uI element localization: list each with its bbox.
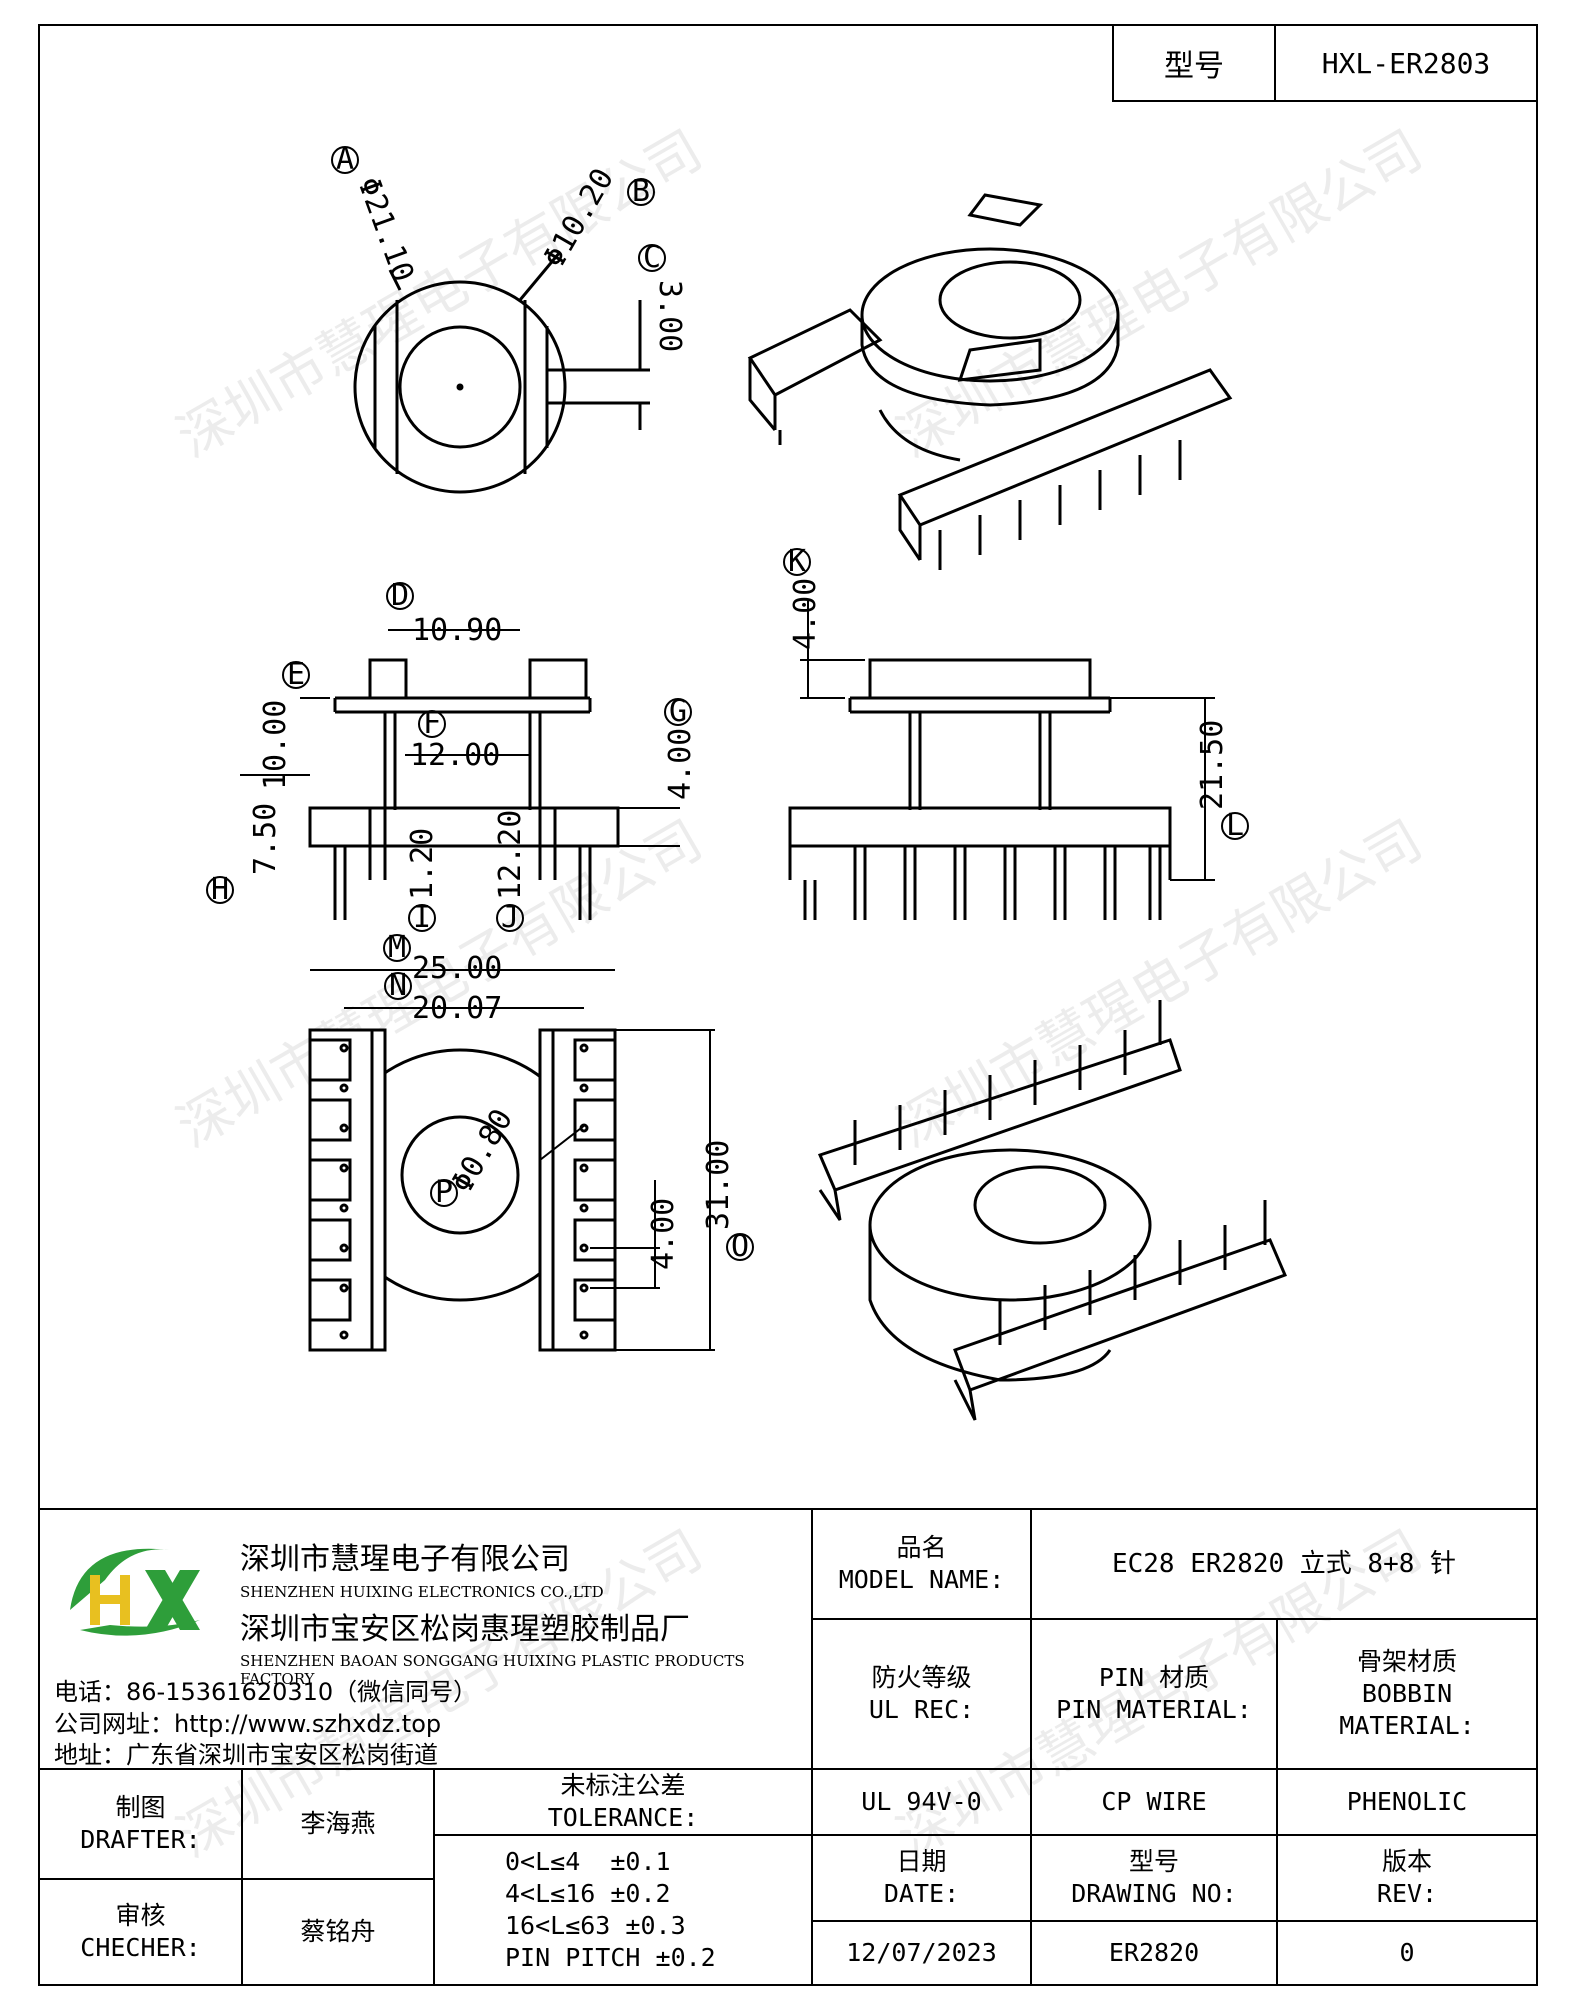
svg-text:E: E bbox=[287, 657, 305, 692]
svg-text:G: G bbox=[669, 694, 687, 729]
svg-text:P: P bbox=[435, 1175, 453, 1210]
dim-D: 10.90 bbox=[412, 613, 502, 648]
svg-text:C: C bbox=[643, 240, 661, 275]
title-block: 深圳市慧瑆电子有限公司 SHENZHEN HUIXING ELECTRONICS… bbox=[38, 1508, 1538, 1986]
marker-C: C bbox=[638, 240, 666, 275]
dim-M: 25.00 bbox=[412, 951, 502, 986]
company-info: 深圳市慧瑆电子有限公司 SHENZHEN HUIXING ELECTRONICS… bbox=[38, 1508, 813, 1770]
svg-text:F: F bbox=[423, 706, 441, 741]
dim-E: 10.00 bbox=[258, 700, 293, 790]
dim-I: 1.20 bbox=[405, 828, 440, 900]
marker-M: M bbox=[383, 930, 411, 965]
company-logo bbox=[70, 1548, 200, 1636]
marker-E: E bbox=[282, 657, 310, 692]
svg-text:B: B bbox=[632, 174, 650, 209]
dim-pitch: 4.00 bbox=[646, 1198, 681, 1270]
marker-F: F bbox=[418, 706, 446, 741]
factory-name-cn: 深圳市宝安区松岗惠瑆塑胶制品厂 bbox=[240, 1612, 690, 1647]
dim-F: 12.00 bbox=[410, 738, 500, 773]
svg-text:H: H bbox=[211, 872, 229, 907]
date-value: 12/07/2023 bbox=[811, 1920, 1032, 1986]
dim-B: Φ10.20 bbox=[537, 163, 621, 274]
dim-J: 12.20 bbox=[493, 810, 528, 900]
marker-H: H bbox=[206, 872, 234, 907]
dim-G: 4.00 bbox=[663, 728, 698, 800]
svg-text:M: M bbox=[388, 930, 406, 965]
dim-K: 4.00 bbox=[788, 578, 823, 650]
marker-B: B bbox=[627, 174, 655, 209]
marker-K: K bbox=[783, 544, 811, 579]
company-name-en: SHENZHEN HUIXING ELECTRONICS CO.,LTD bbox=[240, 1583, 604, 1601]
bobbin-material-value: PHENOLIC bbox=[1276, 1768, 1538, 1836]
svg-text:I: I bbox=[413, 900, 431, 935]
isometric-view-bottom bbox=[817, 1000, 1288, 1421]
svg-text:L: L bbox=[1226, 808, 1244, 843]
dim-A: Φ21.10 bbox=[350, 173, 420, 287]
top-view bbox=[353, 251, 650, 494]
drawing-no-value: ER2820 bbox=[1030, 1920, 1278, 1986]
dim-L: 21.50 bbox=[1195, 720, 1230, 810]
marker-P: P bbox=[430, 1175, 458, 1210]
marker-D: D bbox=[386, 578, 414, 613]
svg-text:N: N bbox=[389, 968, 407, 1003]
model-name-value: EC28 ER2820 立式 8+8 针 bbox=[1030, 1508, 1538, 1620]
company-website: 公司网址：http://www.szhxdz.top bbox=[54, 1710, 442, 1738]
company-name-cn: 深圳市慧瑆电子有限公司 bbox=[240, 1542, 570, 1577]
dim-H: 7.50 bbox=[248, 803, 283, 875]
company-address: 地址：广东省深圳市宝安区松岗街道 bbox=[54, 1741, 438, 1769]
marker-N: N bbox=[384, 968, 412, 1003]
ul-rec-value: UL 94V-0 bbox=[811, 1768, 1032, 1836]
svg-text:O: O bbox=[731, 1229, 749, 1264]
marker-A: A bbox=[331, 142, 359, 177]
pin-material-value: CP WIRE bbox=[1030, 1768, 1278, 1836]
checker-value: 蔡铭舟 bbox=[241, 1878, 435, 1986]
marker-I: I bbox=[408, 900, 436, 935]
company-phone: 电话：86-15361620310（微信同号） bbox=[54, 1678, 478, 1706]
dim-N: 20.07 bbox=[412, 991, 502, 1026]
rev-value: 0 bbox=[1276, 1920, 1538, 1986]
dim-O: 31.00 bbox=[701, 1140, 736, 1230]
svg-text:A: A bbox=[336, 142, 354, 177]
front-view bbox=[240, 629, 680, 920]
marker-O: O bbox=[726, 1229, 754, 1264]
drafter-value: 李海燕 bbox=[241, 1768, 435, 1880]
factory-name-en: SHENZHEN BAOAN SONGGANG HUIXING PLASTIC … bbox=[240, 1652, 745, 1688]
model-label: 型号 bbox=[1114, 26, 1276, 100]
marker-G: G bbox=[664, 694, 692, 729]
model-value: HXL-ER2803 bbox=[1321, 46, 1491, 80]
model-number-box: 型号 HXL-ER2803 bbox=[1112, 24, 1538, 102]
svg-text:K: K bbox=[788, 544, 806, 579]
marker-J: J bbox=[496, 900, 524, 935]
svg-text:D: D bbox=[391, 578, 409, 613]
isometric-view-top bbox=[747, 193, 1233, 570]
bottom-view bbox=[308, 969, 715, 1352]
marker-L: L bbox=[1221, 808, 1249, 843]
side-view bbox=[788, 600, 1215, 920]
tolerance-values: 0<L≤4 ±0.1 4<L≤16 ±0.2 16<L≤63 ±0.3 PIN … bbox=[433, 1834, 813, 1986]
svg-text:J: J bbox=[501, 900, 519, 935]
dim-C: 3.00 bbox=[652, 280, 687, 352]
technical-drawing: A Φ21.10 B Φ10.20 C 3.00 bbox=[206, 142, 1288, 1421]
